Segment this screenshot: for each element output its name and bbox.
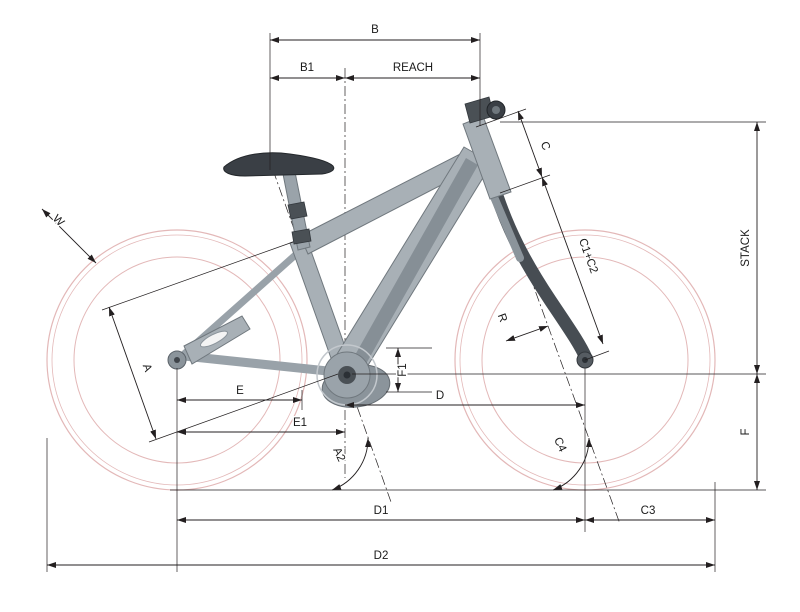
dim-line-w	[41, 208, 97, 264]
dim-line-c1c2	[541, 176, 604, 345]
seat-clamp	[291, 228, 312, 245]
label-f1: F1	[397, 363, 409, 376]
rear-axle-center	[174, 357, 180, 363]
label-c1c2: C1+C2	[576, 237, 600, 275]
label-c: C	[538, 140, 552, 152]
dim-line-c	[517, 110, 543, 178]
label-a2: A2	[330, 446, 347, 464]
dimensions	[41, 37, 760, 568]
label-d1: D1	[374, 505, 389, 517]
chainstay	[179, 351, 342, 377]
saddle	[223, 152, 335, 177]
seatpost-collar	[287, 201, 308, 220]
fork-blade	[490, 189, 593, 365]
fork-stanchion	[490, 193, 524, 262]
label-b: B	[371, 24, 379, 36]
label-c4: C4	[551, 436, 568, 455]
label-d2: D2	[374, 550, 389, 562]
ext-seat-top	[101, 241, 294, 311]
stay-cutout	[199, 330, 229, 348]
label-d: D	[436, 390, 444, 402]
ext-head-bottom-perp	[499, 174, 551, 194]
label-w: W	[50, 213, 66, 229]
ext-axle-perp	[584, 350, 610, 361]
label-stack: STACK	[740, 229, 752, 267]
label-e: E	[236, 385, 244, 397]
label-f: F	[740, 428, 752, 435]
dim-line-r	[505, 325, 549, 342]
battery-panel	[350, 158, 478, 371]
label-a: A	[140, 362, 154, 374]
label-r: R	[495, 312, 509, 324]
bb-center	[343, 371, 351, 379]
dim-arc-a2	[331, 437, 372, 491]
dim-arc-c4	[552, 437, 593, 491]
label-b1: B1	[300, 62, 314, 74]
label-reach: REACH	[393, 62, 433, 74]
dim-line-a	[108, 306, 157, 440]
handlebar-end	[492, 106, 500, 114]
label-e1: E1	[293, 417, 307, 429]
label-c3: C3	[641, 505, 656, 517]
bike-frame	[167, 96, 594, 408]
ext-head-top-perp	[475, 108, 527, 128]
